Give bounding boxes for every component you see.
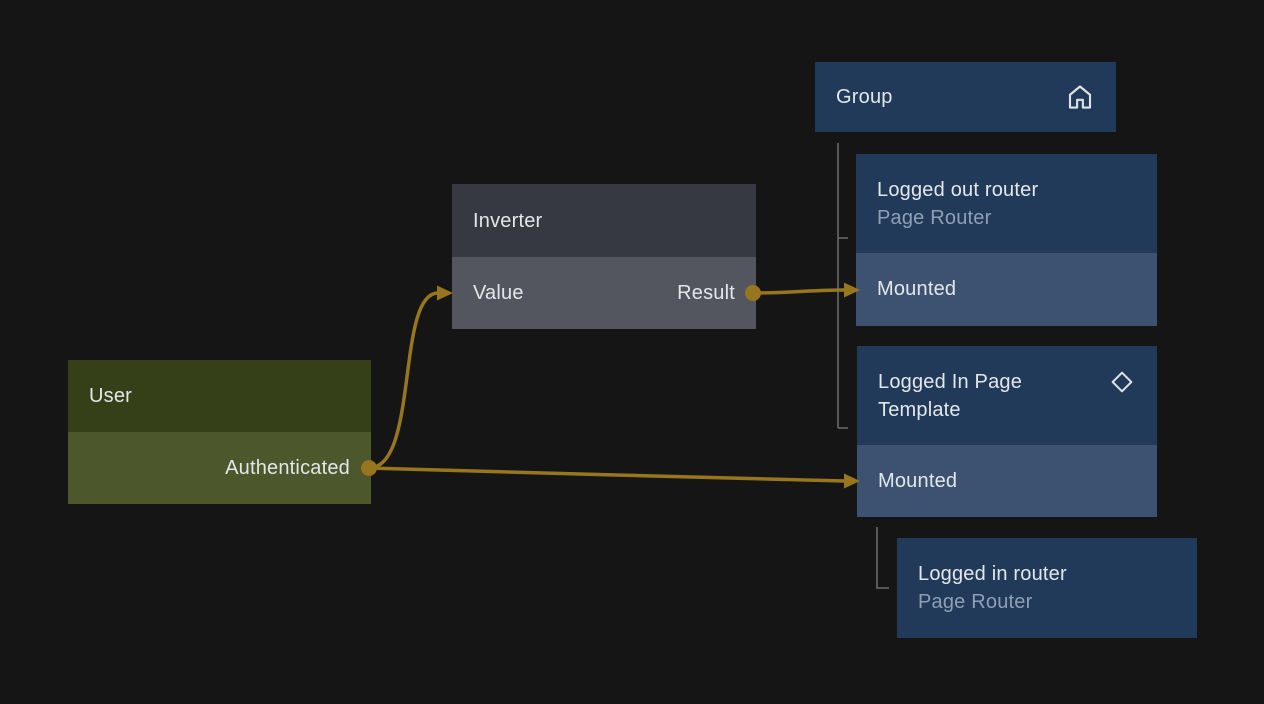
node-inverter-header[interactable]: Inverter <box>452 184 756 257</box>
node-group: Group <box>815 62 1116 132</box>
node-title: User <box>89 385 133 407</box>
port-dot-result[interactable] <box>745 285 761 301</box>
port-label-value: Value <box>473 281 524 304</box>
node-logged-in-page-template: Logged In Page Template Mounted <box>857 346 1157 517</box>
node-subtitle: Page Router <box>877 206 992 229</box>
node-logged-in-router: Logged in router Page Router <box>897 538 1197 638</box>
port-label: Authenticated <box>225 456 350 479</box>
title-block: Logged in router Page Router <box>918 560 1067 616</box>
node-logged-out-router: Logged out router Page Router Mounted <box>856 154 1157 326</box>
diamond-icon[interactable] <box>1108 368 1136 396</box>
node-subtitle: Page Router <box>918 591 1033 613</box>
node-logged-in-page-template-input-mounted[interactable]: Mounted <box>857 445 1157 517</box>
wire-result-to-mounted-router[interactable] <box>752 288 846 295</box>
node-logged-out-router-header[interactable]: Logged out router Page Router <box>856 154 1157 253</box>
node-title: Logged In Page Template <box>878 370 1023 421</box>
node-inverter: Inverter Value Result <box>452 184 756 329</box>
node-user-output-authenticated[interactable]: Authenticated <box>68 432 371 504</box>
port-dot-authenticated[interactable] <box>361 460 377 476</box>
node-title: Logged out router <box>877 178 1039 201</box>
node-title: Logged in router <box>918 563 1067 585</box>
title-block: Logged out router Page Router <box>877 176 1038 232</box>
port-label: Mounted <box>877 278 957 300</box>
arrowhead-mounted-template-input[interactable] <box>844 473 860 489</box>
node-user-header[interactable]: User <box>68 360 371 432</box>
arrowhead-mounted-router-input[interactable] <box>844 282 860 298</box>
tree-connector-mounted-logged-in-router <box>876 527 889 589</box>
port-label-result: Result <box>677 281 735 304</box>
node-user: User Authenticated <box>68 360 371 504</box>
node-logged-in-page-template-header[interactable]: Logged In Page Template <box>857 346 1157 445</box>
wire-authenticated-to-value[interactable] <box>368 291 439 470</box>
home-icon[interactable] <box>1065 82 1095 112</box>
wire-authenticated-to-mounted-template[interactable] <box>368 466 846 483</box>
node-logged-in-router-header[interactable]: Logged in router Page Router <box>897 538 1197 638</box>
node-title: Group <box>836 86 893 108</box>
node-inverter-port-row[interactable]: Value Result <box>452 257 756 329</box>
tree-connector-group-children <box>837 143 848 429</box>
port-label: Mounted <box>878 469 958 492</box>
arrowhead-value-input[interactable] <box>437 285 453 301</box>
node-title: Inverter <box>473 209 543 232</box>
node-group-header[interactable]: Group <box>815 62 1116 132</box>
node-logged-out-router-input-mounted[interactable]: Mounted <box>856 253 1157 326</box>
